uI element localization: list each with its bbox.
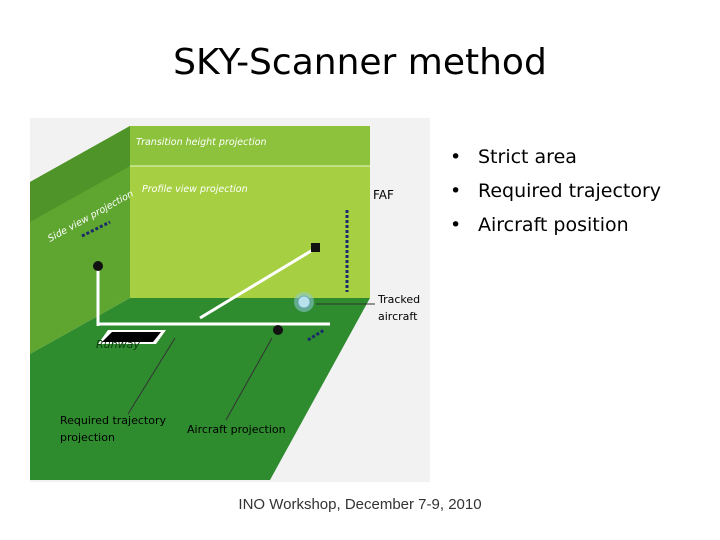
- profile-view-label: Profile view projection: [142, 184, 248, 195]
- aircraft-projection-label: Aircraft projection: [187, 423, 286, 436]
- tracked-aircraft-label-line1: Tracked: [377, 293, 420, 306]
- required-trajectory-label-line1: Required trajectory: [60, 414, 166, 427]
- aircraft-projection-marker: [273, 325, 283, 335]
- transition-height-label: Transition height projection: [136, 137, 267, 148]
- bullet-text: Aircraft position: [478, 214, 629, 236]
- slide-title: SKY-Scanner method: [173, 42, 547, 83]
- floor-dashed-line: [307, 328, 325, 342]
- required-trajectory-label-line2: projection: [60, 431, 115, 444]
- faf-label: FAF: [373, 188, 394, 202]
- faf-marker: [311, 243, 320, 252]
- transition-height-band: [130, 126, 370, 166]
- profile-trajectory-line: [199, 246, 317, 320]
- sky-scanner-diagram: Transition height projection Profile vie…: [30, 118, 430, 482]
- bullet-item: • Aircraft position: [448, 208, 718, 242]
- tracked-aircraft-label-line2: aircraft: [378, 310, 418, 323]
- bullet-text: Strict area: [478, 146, 577, 168]
- bullet-item: • Strict area: [448, 140, 718, 174]
- bullet-marker: •: [450, 180, 462, 202]
- tracked-aircraft-marker: [297, 295, 311, 309]
- bullet-text: Required trajectory: [478, 180, 662, 202]
- aircraft-projection-callout-line: [225, 337, 273, 421]
- bullet-item: • Required trajectory: [448, 174, 718, 208]
- side-view-top-band: [30, 126, 130, 222]
- slide-footer: INO Workshop, December 7-9, 2010: [238, 496, 482, 513]
- bullet-marker: •: [450, 214, 462, 236]
- side-aircraft-marker: [93, 261, 103, 271]
- bullet-list: • Strict area • Required trajectory • Ai…: [448, 140, 718, 242]
- required-trajectory-callout-line: [127, 337, 176, 415]
- bullet-marker: •: [450, 146, 462, 168]
- runway-strip: [102, 332, 161, 342]
- side-dashed-line: [81, 220, 111, 238]
- profile-view-wall: [130, 126, 370, 298]
- runway-label: Runway: [96, 338, 140, 351]
